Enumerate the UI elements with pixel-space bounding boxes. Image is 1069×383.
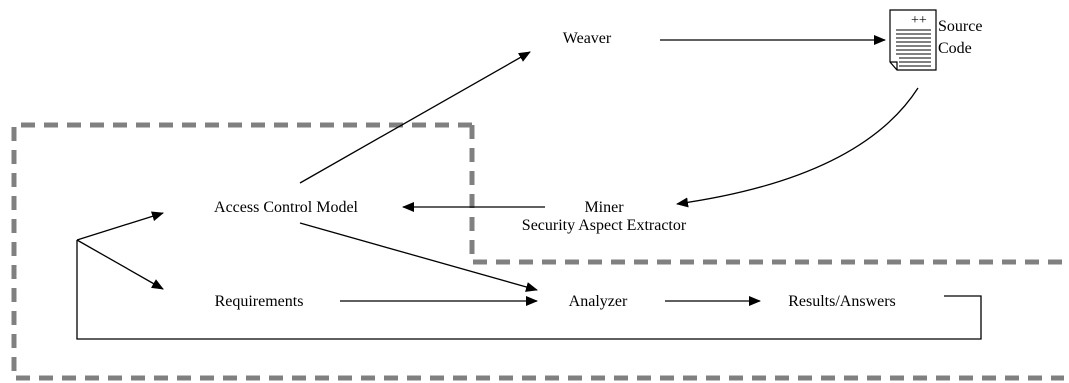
node-security-aspect-extractor: Security Aspect Extractor	[521, 217, 687, 234]
node-miner: Miner	[584, 199, 624, 216]
edge-model-to-weaver	[299, 51, 531, 184]
edge-fork-to-requirements	[76, 239, 164, 290]
source-icon-text: ++	[911, 13, 927, 28]
node-results-answers: Results/Answers	[788, 293, 896, 310]
source-code-icon: ++	[889, 9, 937, 71]
source-code-label-line1: Source	[938, 18, 983, 35]
node-access-control-model: Access Control Model	[214, 199, 358, 216]
node-weaver: Weaver	[562, 30, 612, 47]
node-analyzer: Analyzer	[568, 293, 628, 310]
edge-fork-to-model	[76, 211, 164, 241]
dashed-boundary-outer	[11, 122, 1064, 381]
node-requirements: Requirements	[214, 293, 304, 310]
edge-model-to-analyzer	[299, 222, 538, 292]
edge-feedback-loop	[76, 240, 982, 340]
source-code-label-line2: Code	[938, 40, 972, 57]
node-source-code: Source Code	[938, 16, 982, 60]
edge-source-to-miner	[676, 87, 919, 208]
